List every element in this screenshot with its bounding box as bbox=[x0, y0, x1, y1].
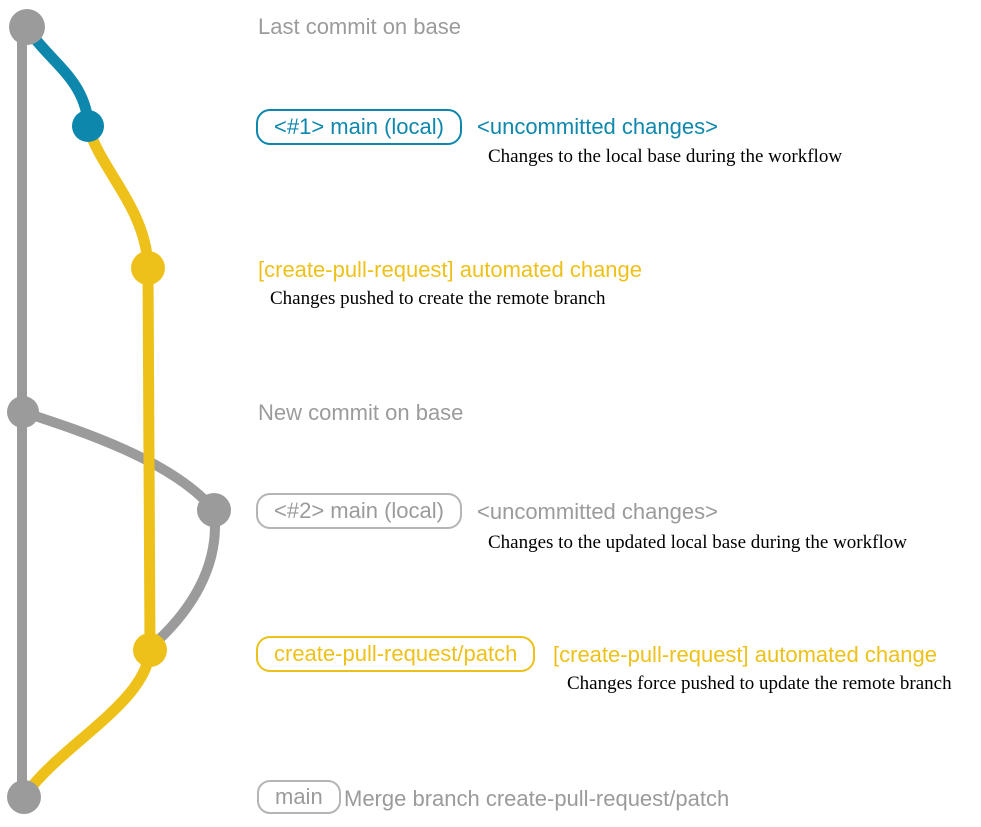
commit-node-last-base bbox=[9, 9, 45, 45]
annotation-updated-local-base-changes: Changes to the updated local base during… bbox=[488, 532, 907, 553]
commit-node-local-1 bbox=[72, 110, 104, 142]
git-graph bbox=[7, 9, 231, 814]
branch-label-main-local-1: <#1> main (local) bbox=[256, 109, 462, 145]
status-uncommitted-changes-1: <uncommitted changes> bbox=[477, 114, 718, 139]
branch-curve-local-2 bbox=[18, 407, 220, 651]
annotation-force-push-update-branch: Changes force pushed to update the remot… bbox=[567, 673, 952, 694]
branch-label-main: main bbox=[257, 780, 341, 814]
annotation-push-create-branch: Changes pushed to create the remote bran… bbox=[270, 288, 606, 309]
branch-curve-patch bbox=[20, 121, 156, 800]
note-new-commit-on-base: New commit on base bbox=[258, 400, 464, 425]
commit-node-local-2 bbox=[197, 493, 231, 527]
commit-node-patch-1 bbox=[131, 251, 165, 285]
commit-message-automated-2: [create-pull-request] automated change bbox=[553, 642, 938, 667]
branch-label-create-pull-request-patch: create-pull-request/patch bbox=[256, 636, 536, 672]
branch-label-main-local-2: <#2> main (local) bbox=[256, 493, 462, 529]
commit-node-merge bbox=[7, 780, 41, 814]
commit-message-merge: Merge branch create-pull-request/patch bbox=[344, 786, 730, 811]
status-uncommitted-changes-2: <uncommitted changes> bbox=[477, 499, 718, 524]
branch-curve-local-1 bbox=[23, 25, 94, 128]
annotation-local-base-changes: Changes to the local base during the wor… bbox=[488, 146, 843, 167]
commit-message-automated-1: [create-pull-request] automated change bbox=[258, 257, 643, 282]
note-last-commit-on-base: Last commit on base bbox=[258, 14, 461, 39]
commit-node-patch-2 bbox=[133, 633, 167, 667]
commit-node-new-base bbox=[7, 396, 39, 428]
